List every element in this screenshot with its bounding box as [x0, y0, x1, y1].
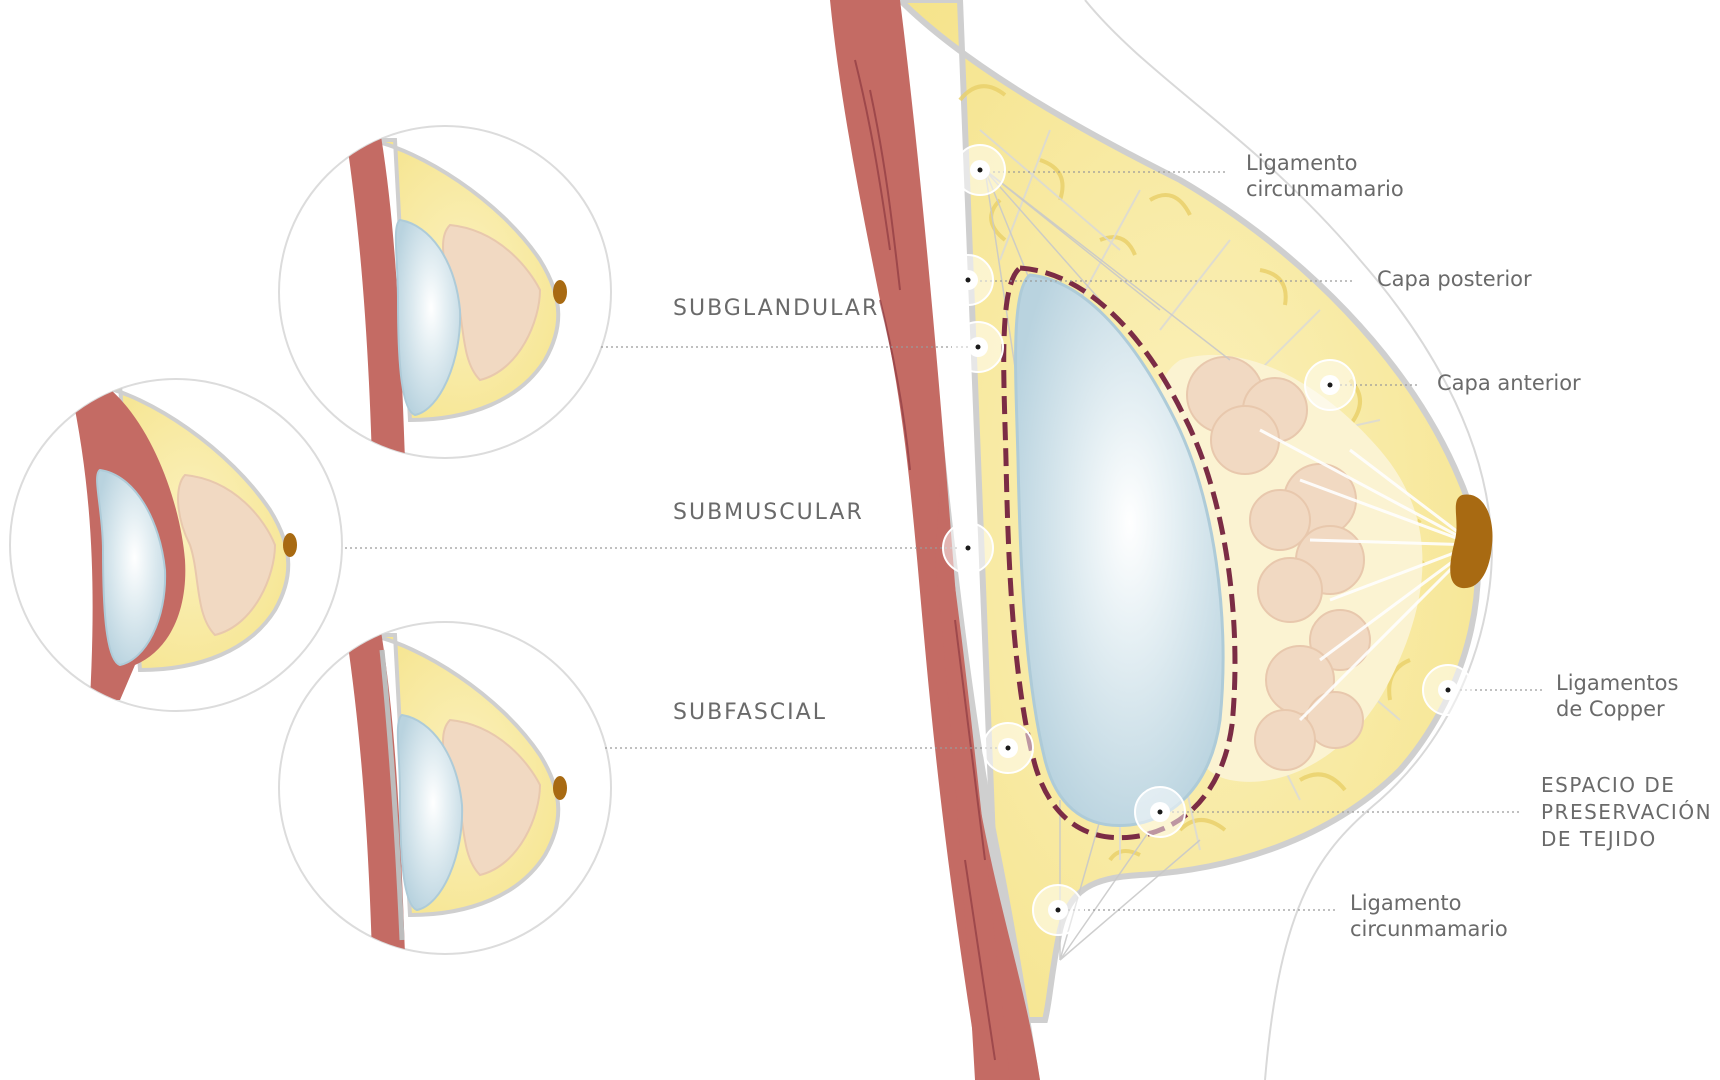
marker-capa-anterior: [1304, 359, 1356, 411]
label-submuscular: SUBMUSCULAR: [673, 500, 864, 525]
main-nipple: [1450, 494, 1493, 589]
pectoral-muscle-lower: [935, 485, 1010, 1080]
label-ligamento-circunmamario-bottom: Ligamento circunmamario: [1350, 891, 1508, 941]
main-implant: [1014, 273, 1225, 828]
marker-subfascial: [982, 722, 1034, 774]
marker-subglandular: [952, 321, 1004, 373]
marker-ligamento-bottom: [1032, 884, 1084, 936]
subfascial-inset: [278, 621, 612, 955]
main-breast-illustration: [830, 0, 1493, 1080]
label-subglandular: SUBGLANDULAR: [673, 296, 880, 321]
label-capa-anterior: Capa anterior: [1437, 371, 1581, 395]
point-markers: [942, 144, 1474, 936]
muscle-fibres: [854, 59, 996, 1061]
suspensory-fibres: [984, 169, 1231, 961]
fat-lobules: [958, 84, 1427, 862]
marker-copper: [1422, 664, 1474, 716]
label-capa-posterior: Capa posterior: [1377, 267, 1532, 291]
implant-capsule: [1001, 265, 1238, 841]
submuscular-inset: [9, 378, 343, 712]
label-ligamentos-copper: Ligamentos de Copper: [1556, 671, 1679, 721]
label-espacio-preservacion: ESPACIO DE PRESERVACIÓN DE TEJIDO: [1541, 773, 1713, 851]
marker-espacio: [1134, 786, 1186, 838]
milk-ducts: [1259, 428, 1477, 722]
pectoral-muscle: [830, 0, 1040, 1080]
marker-ligamento-top: [954, 144, 1006, 196]
label-ligamento-circunmamario-top: Ligamento circunmamario: [1246, 151, 1404, 201]
marker-capa-posterior: [942, 254, 994, 306]
marker-submuscular: [942, 522, 994, 574]
subglandular-inset: [278, 125, 612, 459]
label-subfascial: SUBFASCIAL: [673, 700, 827, 725]
